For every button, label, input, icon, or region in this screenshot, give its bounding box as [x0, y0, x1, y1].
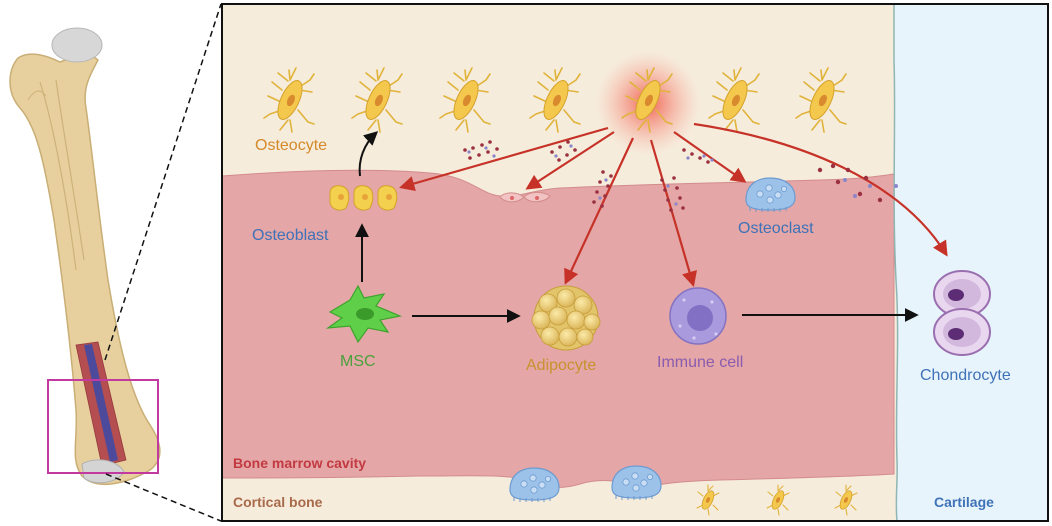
- arrow-to-osteoblast: [399, 126, 609, 192]
- immune-cell: [669, 287, 727, 345]
- signal-arrows: [399, 122, 948, 287]
- differentiation-arrows: [355, 131, 919, 323]
- osteoclast-cell: [611, 465, 662, 501]
- osteoclast-cell: [509, 467, 560, 503]
- zoom-line-top: [104, 3, 222, 361]
- osteoclast-label: Osteoclast: [738, 220, 814, 237]
- arrow-to-immune-cell: [649, 139, 697, 287]
- cortical-bone-label: Cortical bone: [233, 494, 323, 510]
- arrow-to-adipocyte: [564, 137, 634, 285]
- chondrocyte-cells: [933, 270, 991, 356]
- osteocyte-label: Osteocyte: [255, 137, 327, 154]
- zoom-highlight-box: [47, 379, 159, 474]
- msc-cell: [325, 284, 403, 344]
- lining-cells: [499, 191, 551, 203]
- msc-label: MSC: [340, 353, 376, 370]
- zoom-line-bottom: [105, 473, 222, 522]
- osteoblast-cells: [329, 185, 398, 211]
- arrow-to-chondrocyte: [693, 122, 948, 257]
- signaling-molecules: [463, 140, 898, 212]
- immune-cell-label: Immune cell: [657, 354, 743, 371]
- chondrocyte-label: Chondrocyte: [920, 367, 1011, 384]
- osteoclast-cell: [745, 177, 796, 213]
- cartilage-label: Cartilage: [934, 494, 994, 510]
- cartilage-region: [893, 3, 1049, 522]
- arrow-to-lining-cells: [525, 131, 615, 190]
- adipocyte-cell: [531, 285, 601, 351]
- arrow-osteoblast-to-osteocyte: [358, 131, 379, 177]
- arrow-to-osteoclast: [673, 131, 747, 183]
- adipocyte-label: Adipocyte: [526, 357, 596, 374]
- femur-illustration: [9, 27, 161, 485]
- osteoblast-label: Osteoblast: [252, 227, 329, 244]
- bone-marrow-cavity-label: Bone marrow cavity: [233, 455, 366, 471]
